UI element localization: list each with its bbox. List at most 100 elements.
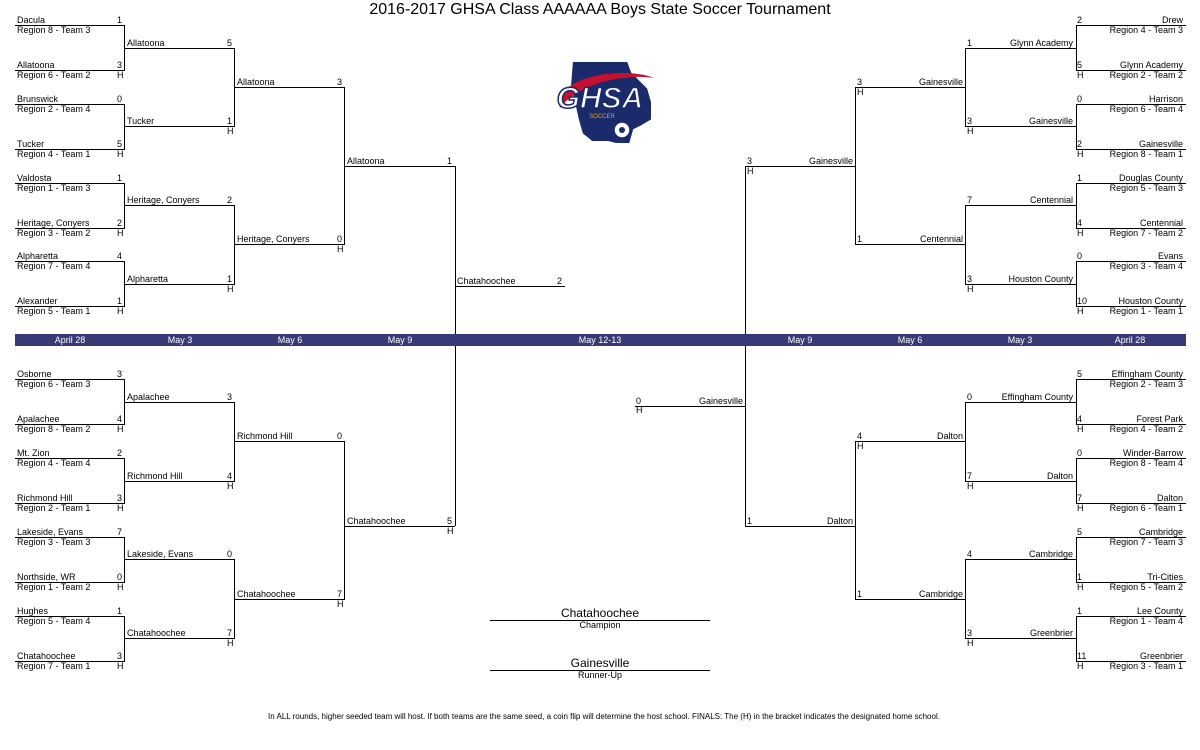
bracket-hline: [1076, 70, 1186, 71]
score: 2: [556, 276, 562, 286]
bracket-vline: [1076, 183, 1077, 228]
team-name: Chatahoochee: [127, 628, 186, 638]
team-name: Richmond Hill: [127, 471, 183, 481]
score: 1: [226, 274, 232, 284]
home-marker: H: [117, 228, 124, 238]
team-name: Chatahoochee: [457, 276, 516, 286]
score: 5: [116, 139, 122, 149]
bracket-vline: [234, 48, 235, 126]
home-marker: H: [117, 424, 124, 434]
bracket-vline: [965, 205, 966, 284]
seed-label: Region 8 - Team 3: [17, 25, 91, 35]
home-marker: H: [1077, 228, 1084, 238]
seed-label: Region 4 - Team 1: [17, 149, 91, 159]
bracket-hline: [1076, 582, 1186, 583]
bracket-hline: [1076, 616, 1186, 617]
score: 3: [116, 493, 122, 503]
team-name: Gainesville: [808, 156, 853, 166]
home-marker: H: [857, 87, 864, 97]
score: 7: [226, 628, 232, 638]
bracket-hline: [855, 87, 965, 88]
seed-label: Region 2 - Team 3: [1109, 379, 1183, 389]
bracket-hline: [965, 638, 1076, 639]
champion-line: [490, 620, 710, 621]
home-marker: H: [1077, 70, 1084, 80]
team-name: Northside, WR: [17, 572, 76, 582]
home-marker: H: [636, 405, 643, 415]
home-marker: H: [857, 441, 864, 451]
seed-label: Region 1 - Team 3: [17, 183, 91, 193]
bracket-vline: [124, 379, 125, 424]
bracket-vline: [234, 559, 235, 638]
home-marker: H: [227, 284, 234, 294]
bracket-hline: [1076, 661, 1186, 662]
team-name: Allatoona: [127, 38, 165, 48]
bracket-hline: [15, 183, 125, 184]
bracket-hline: [965, 284, 1076, 285]
bracket-hline: [15, 306, 125, 307]
bracket-vline: [965, 48, 966, 126]
home-marker: H: [337, 599, 344, 609]
runner-up-label: Runner-Up: [577, 670, 623, 680]
bracket-hline: [235, 599, 345, 600]
bracket-hline: [235, 441, 345, 442]
runner-up-line: [490, 670, 710, 671]
score: 1: [1077, 572, 1083, 582]
bracket-vline: [124, 616, 125, 661]
bracket-vline: [234, 402, 235, 481]
seed-label: Region 1 - Team 4: [1109, 616, 1183, 626]
home-marker: H: [967, 284, 974, 294]
team-name: Osborne: [17, 369, 52, 379]
bracket-hline: [1076, 379, 1186, 380]
bracket-hline: [965, 559, 1076, 560]
bracket-hline: [125, 402, 235, 403]
team-name: Dacula: [17, 15, 46, 25]
seed-label: Region 2 - Team 4: [17, 104, 91, 114]
team-name: Gainesville: [1138, 139, 1183, 149]
score: 4: [226, 471, 232, 481]
team-name: Chatahoochee: [237, 589, 296, 599]
bracket-vline: [124, 537, 125, 582]
bracket-hline: [965, 402, 1076, 403]
seed-label: Region 8 - Team 4: [1109, 458, 1183, 468]
score: 5: [226, 38, 232, 48]
team-name: Greenbrier: [1029, 628, 1073, 638]
bracket-hline: [1076, 503, 1186, 504]
bracket-vline: [1076, 537, 1077, 582]
home-marker: H: [1077, 149, 1084, 159]
score: 3: [116, 60, 122, 70]
bracket-hline: [745, 526, 855, 527]
team-name: Houston County: [1008, 274, 1073, 284]
champion-name: Chatahoochee: [560, 606, 640, 620]
round-date: April 28: [54, 335, 86, 345]
bracket-vline: [344, 441, 345, 599]
bracket-hline: [15, 261, 125, 262]
score: 0: [116, 572, 122, 582]
score: 2: [226, 195, 232, 205]
score: 3: [116, 651, 122, 661]
bracket-hline: [855, 441, 965, 442]
team-name: Gainesville: [918, 77, 963, 87]
score: 1: [857, 589, 863, 599]
score: 7: [967, 195, 973, 205]
team-name: Winder-Barrow: [1122, 448, 1183, 458]
bracket-hline: [1076, 149, 1186, 150]
score: 3: [967, 628, 973, 638]
bracket-hline: [125, 48, 235, 49]
bracket-hline: [125, 126, 235, 127]
bracket-hline: [125, 559, 235, 560]
score: 3: [967, 274, 973, 284]
team-name: Lakeside, Evans: [17, 527, 84, 537]
team-name: Glynn Academy: [1119, 60, 1183, 70]
score: 1: [116, 606, 122, 616]
score: 7: [1077, 493, 1083, 503]
bracket-hline: [15, 537, 125, 538]
bracket-vline: [745, 166, 746, 526]
home-marker: H: [1077, 582, 1084, 592]
bracket-hline: [345, 166, 455, 167]
seed-label: Region 1 - Team 2: [17, 582, 91, 592]
runner-up-name: Gainesville: [570, 656, 630, 670]
champion-label: Champion: [579, 620, 621, 630]
bracket-vline: [455, 166, 456, 526]
score: 3: [967, 116, 973, 126]
